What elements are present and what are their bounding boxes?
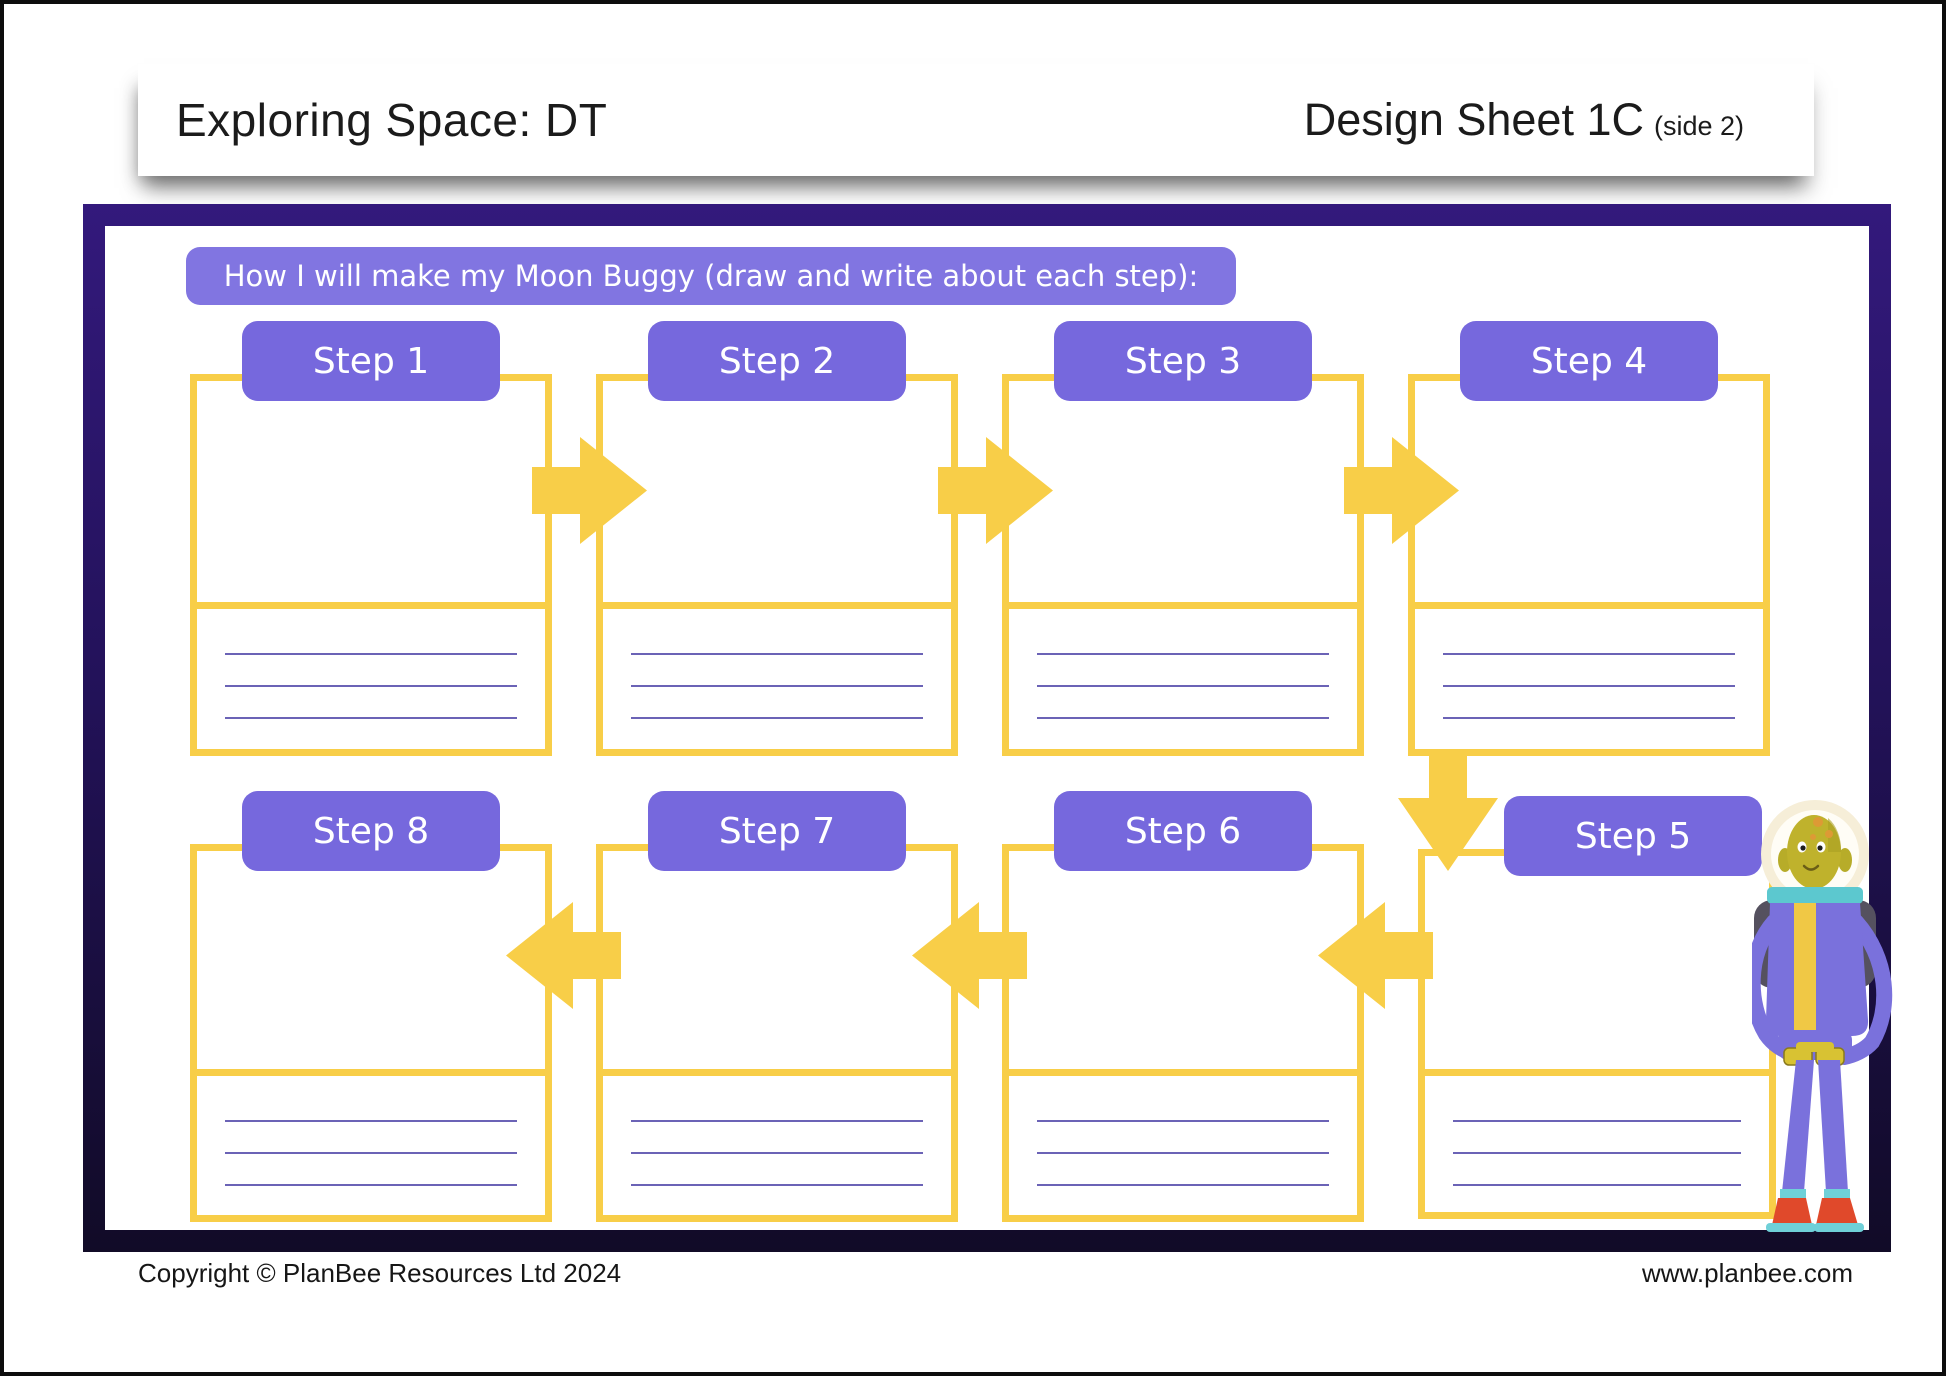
writing-area xyxy=(603,1069,951,1216)
writing-area xyxy=(1425,1069,1769,1216)
step-header-3: Step 3 xyxy=(1054,321,1312,401)
sheet-side-label: (side 2) xyxy=(1653,111,1744,141)
instruction-bar: How I will make my Moon Buggy (draw and … xyxy=(186,247,1236,305)
drawing-area xyxy=(603,851,951,1069)
drawing-area xyxy=(1009,851,1357,1069)
alien-astronaut-illustration xyxy=(1744,792,1902,1242)
step-header-7: Step 7 xyxy=(648,791,906,871)
drawing-area xyxy=(197,381,545,602)
writing-area xyxy=(197,1069,545,1216)
writing-line xyxy=(1037,717,1329,719)
step-box-7: Step 7 xyxy=(596,791,958,1222)
writing-line xyxy=(1453,1120,1741,1122)
step-header-4: Step 4 xyxy=(1460,321,1718,401)
writing-line xyxy=(225,1184,517,1186)
writing-line xyxy=(631,653,923,655)
writing-line xyxy=(1037,1152,1329,1154)
writing-line xyxy=(631,1120,923,1122)
writing-line xyxy=(225,1120,517,1122)
writing-line xyxy=(1453,1184,1741,1186)
writing-line xyxy=(225,717,517,719)
writing-area xyxy=(197,602,545,749)
writing-line xyxy=(1037,1184,1329,1186)
writing-line xyxy=(1443,653,1735,655)
header-card: Exploring Space: DT Design Sheet 1C (side… xyxy=(138,64,1814,176)
writing-line xyxy=(225,653,517,655)
arrow-right-icon xyxy=(532,437,647,544)
writing-line xyxy=(631,717,923,719)
arrow-left-icon xyxy=(506,902,621,1009)
drawing-area xyxy=(1425,856,1769,1069)
arrow-left-icon xyxy=(1318,902,1433,1009)
writing-area xyxy=(1415,602,1763,749)
instruction-text: How I will make my Moon Buggy (draw and … xyxy=(223,259,1199,293)
sheet-title: Design Sheet 1C (side 2) xyxy=(1304,94,1744,146)
step-box-6: Step 6 xyxy=(1002,791,1364,1222)
writing-line xyxy=(1037,1120,1329,1122)
arrow-left-icon xyxy=(912,902,1027,1009)
drawing-area xyxy=(603,381,951,602)
step-header-2: Step 2 xyxy=(648,321,906,401)
writing-line xyxy=(631,1152,923,1154)
step-box-1: Step 1 xyxy=(190,321,552,756)
step-header-5: Step 5 xyxy=(1504,796,1762,876)
writing-line xyxy=(631,685,923,687)
website-text: www.planbee.com xyxy=(1642,1258,1853,1288)
step-header-8: Step 8 xyxy=(242,791,500,871)
arrow-right-icon xyxy=(938,437,1053,544)
drawing-area xyxy=(197,851,545,1069)
step-box-8: Step 8 xyxy=(190,791,552,1222)
writing-area xyxy=(1009,602,1357,749)
arrow-right-icon xyxy=(1344,437,1459,544)
step-box-2: Step 2 xyxy=(596,321,958,756)
step-header-1: Step 1 xyxy=(242,321,500,401)
drawing-area xyxy=(1009,381,1357,602)
copyright-text: Copyright © PlanBee Resources Ltd 2024 xyxy=(138,1258,622,1288)
step-box-4: Step 4 xyxy=(1408,321,1770,756)
step-box-5: Step 5 xyxy=(1418,796,1776,1219)
writing-line xyxy=(1037,685,1329,687)
writing-line xyxy=(225,685,517,687)
writing-area xyxy=(1009,1069,1357,1216)
arrow-down-icon xyxy=(1398,752,1498,871)
drawing-area xyxy=(1415,381,1763,602)
step-box-3: Step 3 xyxy=(1002,321,1364,756)
writing-line xyxy=(1443,685,1735,687)
writing-line xyxy=(1453,1152,1741,1154)
sheet-name: Design Sheet 1C xyxy=(1303,94,1644,145)
writing-line xyxy=(1037,653,1329,655)
step-header-6: Step 6 xyxy=(1054,791,1312,871)
writing-line xyxy=(631,1184,923,1186)
writing-line xyxy=(1443,717,1735,719)
page-title: Exploring Space: DT xyxy=(176,94,608,146)
writing-area xyxy=(603,602,951,749)
writing-line xyxy=(225,1152,517,1154)
